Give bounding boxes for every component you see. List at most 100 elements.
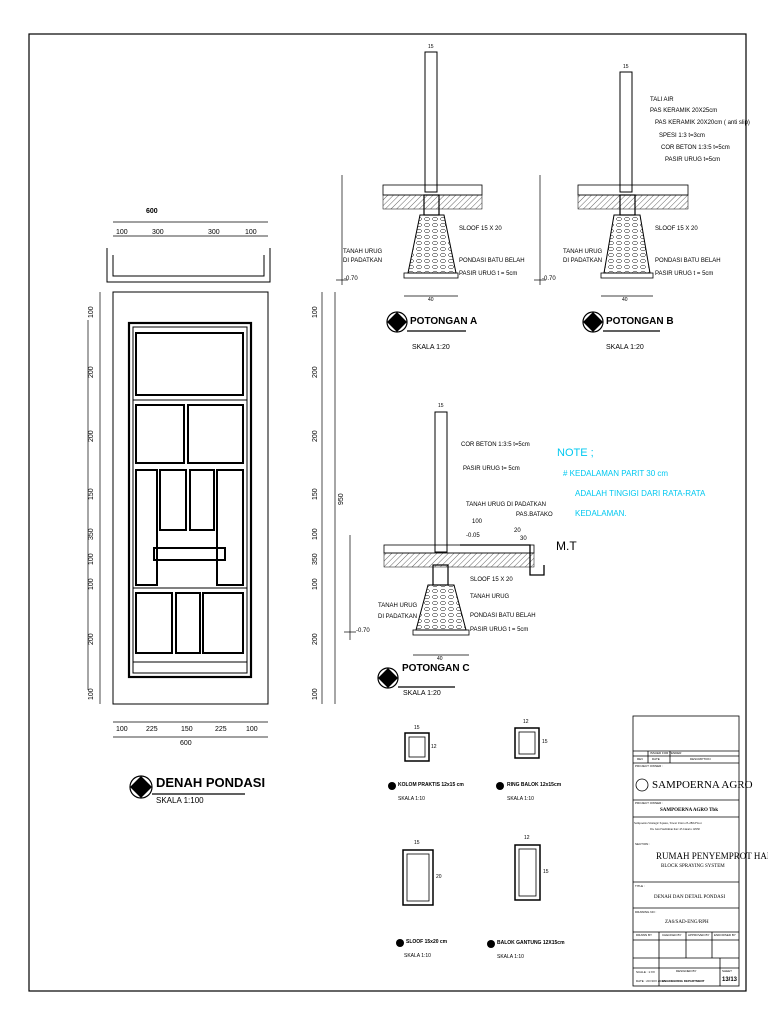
plan-dim-top-2: 300 [152,229,164,236]
note-line-1: # KEDALAMAN PARIT 30 cm [563,469,669,478]
section-c-elevation-2: -0.05 [466,533,480,539]
plan-title: DENAH PONDASI [156,775,266,790]
section-b-label-1: TALI AIR [650,97,674,103]
section-a-scale: SKALA 1:20 [412,344,450,351]
detail-4-scale: SKALA 1:10 [497,954,524,960]
plan-dim-left-7: 100 [88,578,95,590]
detail-2-scale: SKALA 1:10 [507,796,534,802]
plan-dim-left-4: 150 [88,488,95,500]
plan-dim-right-9: 100 [312,688,319,700]
plan-dim-bottom-4: 225 [215,726,227,733]
section-b-symbol [582,311,660,333]
section-b-label-3: PAS KERAMIK 20X20cm ( anti slip) [655,120,750,126]
detail-1-scale: SKALA 1:10 [398,796,425,802]
section-c-label-tanah: TANAH URUG [470,594,510,600]
section-a-label-sloof: SLOOF 15 X 20 [459,226,502,232]
plan-dim-right-1: 100 [312,306,319,318]
tb-engineering-dept: ENGINEERING DEPARTMENT [662,979,705,983]
section-a-label-padatkan: DI PADATKAN [343,258,383,264]
detail-2-title: RING BALOK 12x15cm [507,782,562,788]
section-b-title: POTONGAN B [606,316,674,327]
section-c-elevation: -0.70 [356,628,370,634]
tb-owner-code: PROJECT OWNER : [635,801,663,805]
section-b-drawing [534,71,689,297]
section-c-dim-base: 40 [437,656,443,662]
tb-project-name: RUMAH PENYEMPROT HAMA [656,851,768,861]
plan-dim-top-1: 100 [116,229,128,236]
section-b-label-2: PAS KERAMIK 20X25cm [650,108,718,114]
section-b-label-pondasi: PONDASI BATU BELAH [655,258,721,264]
tb-drawing-no-label: DRAWING NO : [635,910,657,914]
section-c-dim-20: 20 [514,528,521,534]
plan-dim-top-3: 300 [208,229,220,236]
tb-address-1: Sampoerna Strategic Square, Tower Utara … [634,821,702,825]
tb-rev-header-date: DATE [652,757,660,761]
plan-dim-right-7: 100 [312,578,319,590]
plan-dim-left-6: 100 [88,553,95,565]
section-c-dim-30: 30 [520,536,527,542]
plan-dim-top-4: 100 [245,229,257,236]
plan-dim-left-9: 100 [88,688,95,700]
section-c-label-3: TANAH URUG DI PADATKAN [466,502,547,508]
plan-dim-right-8: 200 [312,633,319,645]
plan-dim-bottom-1: 100 [116,726,128,733]
section-c-label-pasir: PASIR URUG t = 5cm [470,627,529,633]
tb-company: SAMPOERNA AGRO Tbk [660,808,718,813]
tb-designed-by: DESIGNED BY [676,969,697,973]
section-b-label-padatkan: DI PADATKAN [563,258,603,264]
section-c-mt-label: M.T [556,539,577,553]
section-b-label-tanah: TANAH URUG [563,249,603,255]
detail-4-title: BALOK GANTUNG 12X15cm [497,940,565,946]
tb-project-sub: BLOCK SPRAYING SYSTEM [661,864,725,869]
tb-address-2: Jln. Jend Sudirman Kav 45 Jakarta 12930 [650,827,700,831]
detail-3-scale: SKALA 1:10 [404,953,431,959]
detail-1-dim-a: 15 [414,725,420,731]
section-b-dim-wall: 15 [623,64,629,70]
plan-dim-bottom-total: 600 [180,740,192,747]
section-c-label-2: PASIR URUG t= 5cm [463,466,520,472]
detail-drawings [402,727,541,906]
tb-sheet-label: SHEET [722,969,733,973]
plan-dim-right-total: 950 [338,493,345,505]
foundation-plan [87,221,336,738]
section-c-label-4: PAS.BATAKO [516,512,553,518]
note-line-2: ADALAH TINGIGI DARI RATA-RATA [575,489,706,498]
section-c-dim-100: 100 [472,519,483,525]
section-b-label-4: SPESI 1:3 t=3cm [659,133,705,139]
plan-dim-left-1: 100 [88,306,95,318]
plan-dim-right-5: 100 [312,528,319,540]
section-a-label-tanah: TANAH URUG [343,249,383,255]
tb-rev-header-rev: REV [637,757,644,761]
plan-dim-left-2: 200 [88,366,95,378]
tb-date: DATE : 20 NOV 2013 [636,979,665,983]
tb-issue: ISSUED FOR TENDER [650,751,682,755]
section-c-title: POTONGAN C [402,663,470,674]
tb-sign-endorsed: ENDORSED BY [714,933,736,937]
plan-scale: SKALA 1:100 [156,796,204,805]
section-a-label-pasir: PASIR URUG t = 5cm [459,271,518,277]
tb-owner-label: PROJECT OWNER : [635,764,663,768]
tb-sign-checked: CHECKED BY [662,933,682,937]
section-b-dim-base: 40 [622,297,628,303]
section-a-dim-base: 40 [428,297,434,303]
section-a-title: POTONGAN A [410,316,478,327]
section-a-dim-wall: 15 [428,44,434,50]
plan-dim-left-3: 200 [88,430,95,442]
section-a-elevation: -0.70 [344,276,358,282]
plan-dim-right-2: 200 [312,366,319,378]
plan-dim-bottom-5: 100 [246,726,258,733]
detail-2-dim-a: 12 [523,719,529,725]
tb-drawing-title: DENAH DAN DETAIL PONDASI [654,895,726,900]
note-heading: NOTE ; [557,447,594,459]
plan-dim-top-total: 600 [146,208,158,215]
plan-dim-right-4: 150 [312,488,319,500]
tb-rev-header-desc: DESCRIPTION [690,757,711,761]
plan-dim-left-8: 200 [88,633,95,645]
detail-3-dim-a: 15 [414,840,420,846]
tb-sheet-no: 13/13 [722,977,738,983]
detail-3-dim-b: 20 [436,874,442,880]
detail-symbols [388,782,504,948]
tb-sign-approved: APPROVED BY [688,933,710,937]
section-c-label-padatkan-left: DI PADATKAN [378,614,418,620]
